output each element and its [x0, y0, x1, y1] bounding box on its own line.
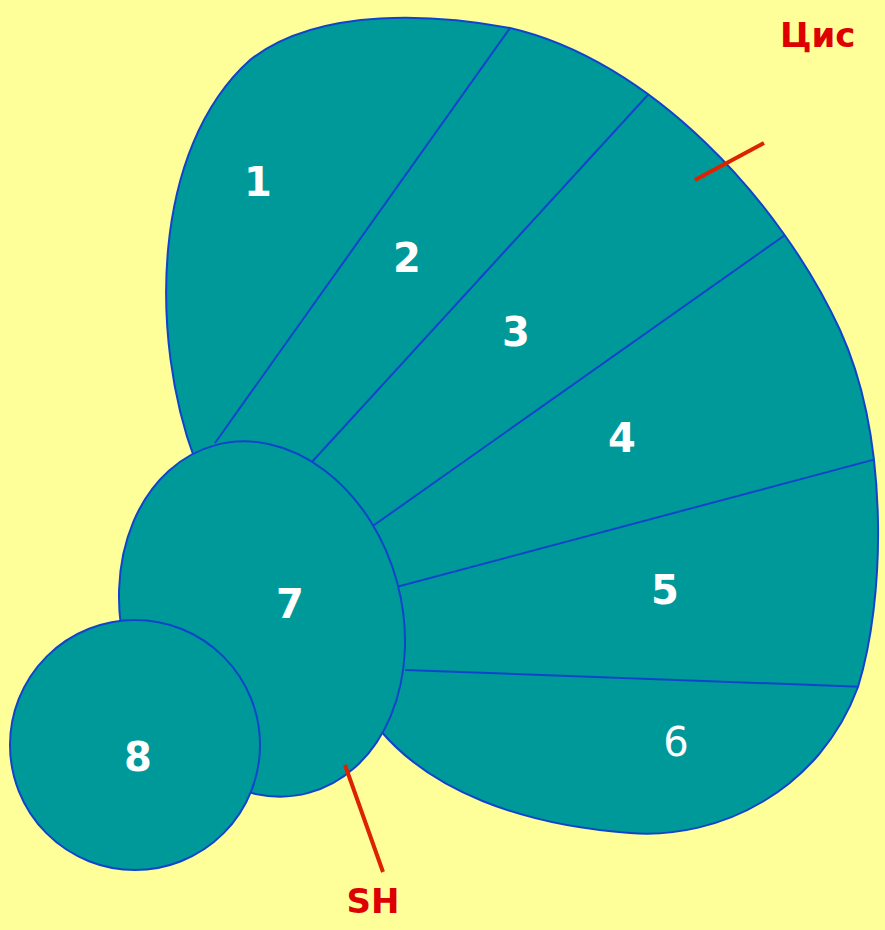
ellipse-part: [80, 409, 444, 829]
leader-line: [345, 765, 383, 872]
circle-part: [10, 620, 260, 870]
leader-line: [695, 143, 764, 180]
part-number: 6: [663, 720, 688, 764]
part-number: 3: [502, 310, 530, 354]
part-number: 8: [124, 735, 152, 779]
part-number: 4: [608, 416, 636, 460]
callout-label: SH: [347, 883, 404, 925]
part-number: 2: [393, 236, 421, 280]
fan-segment: 4: [604, 414, 640, 462]
fan-segment: 1: [240, 158, 276, 206]
part-number: 1: [244, 160, 272, 204]
callout-label: Цис: [780, 17, 860, 59]
ellipse-part: 7: [272, 580, 308, 628]
circle-part: 8: [120, 733, 156, 781]
fan-segment: 3: [498, 308, 534, 356]
fan-segment: 5: [647, 566, 683, 614]
callout-text: SH: [347, 881, 400, 921]
fan-segment: 2: [389, 234, 425, 282]
fan-segment: 6: [659, 718, 693, 766]
part-number: 5: [651, 568, 679, 612]
part-number: 7: [276, 582, 304, 626]
callout-text: Цис: [780, 15, 856, 55]
